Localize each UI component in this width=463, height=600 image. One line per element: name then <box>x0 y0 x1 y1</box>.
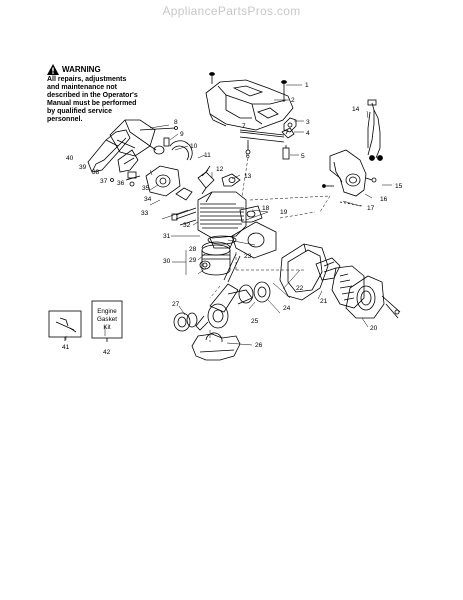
kit-box-line-3: Kit <box>103 324 111 331</box>
leader-lines <box>65 84 392 346</box>
callout-7: 7 <box>242 123 246 130</box>
callout-27: 27 <box>172 301 180 308</box>
part-25-27-crankshaft <box>173 253 271 332</box>
part-21-24-housing <box>279 243 365 309</box>
callout-34: 34 <box>144 196 152 203</box>
callout-22: 22 <box>296 285 304 292</box>
callout-15: 15 <box>395 183 403 190</box>
callout-21: 21 <box>320 298 328 305</box>
callout-14: 14 <box>352 106 360 113</box>
part-8-11-carburetor-group <box>109 119 193 161</box>
callout-23: 23 <box>244 253 252 260</box>
callout-20: 20 <box>370 325 378 332</box>
callout-38: 38 <box>92 169 100 176</box>
callout-37: 37 <box>100 178 108 185</box>
part-28-30-piston <box>199 241 231 276</box>
warning-triangle-icon <box>47 64 59 75</box>
callout-9: 9 <box>180 131 184 138</box>
part-34-35-intake-adapter <box>145 165 193 201</box>
part-2-top-cover <box>205 79 294 131</box>
callout-24: 24 <box>283 305 291 312</box>
callout-33: 33 <box>141 210 149 217</box>
part-26-crankcase <box>191 332 241 361</box>
callout-2: 2 <box>291 97 295 104</box>
kit-box-line-1: Engine <box>97 308 117 315</box>
callout-41: 41 <box>62 344 70 351</box>
part-31-cylinder <box>197 191 247 249</box>
callout-32: 32 <box>183 222 191 229</box>
callout-labels: 1 2 3 4 5 6 7 8 9 10 11 12 13 14 15 16 1… <box>62 82 403 356</box>
part-18-19-gasket <box>231 205 277 259</box>
callout-5: 5 <box>301 153 305 160</box>
warning-title: WARNING <box>62 64 101 74</box>
part-32-33-bolts <box>171 207 197 226</box>
callout-6: 6 <box>246 153 250 160</box>
callout-31: 31 <box>163 233 171 240</box>
callout-8: 8 <box>174 119 178 126</box>
part-20-pulley <box>345 275 401 319</box>
callout-39: 39 <box>79 164 87 171</box>
part-41-tool-box <box>48 310 82 341</box>
callout-36: 36 <box>117 180 125 187</box>
callout-10: 10 <box>190 143 198 150</box>
part-15-16-ignition-module <box>322 149 377 197</box>
part-14-wire-harness <box>367 99 383 161</box>
callout-13: 13 <box>244 173 252 180</box>
callout-29: 29 <box>189 257 197 264</box>
callout-35: 35 <box>142 185 150 192</box>
part-36-39-small-parts <box>110 149 141 187</box>
callout-17: 17 <box>367 205 375 212</box>
callout-42: 42 <box>103 349 111 356</box>
kit-box-line-2: Gasket <box>97 316 117 323</box>
callout-40: 40 <box>66 155 74 162</box>
callout-25: 25 <box>251 318 259 325</box>
site-watermark: AppliancePartsPros.com <box>162 4 301 18</box>
callout-16: 16 <box>380 196 388 203</box>
callout-1: 1 <box>305 82 309 89</box>
part-5-cap <box>282 145 290 160</box>
part-40-filter-cover <box>87 129 131 173</box>
warning-text: All repairs, adjustments and maintenance… <box>47 76 138 123</box>
callout-12: 12 <box>216 166 224 173</box>
part-6-7-rods <box>239 129 285 155</box>
warning-heading: WARNING <box>47 64 139 75</box>
part-3-4-fitting <box>281 117 297 139</box>
warning-notice: WARNING All repairs, adjustments and mai… <box>47 64 139 124</box>
part-12-spark-plug <box>197 165 215 195</box>
callout-30: 30 <box>163 258 171 265</box>
part-13-valve <box>221 173 241 187</box>
part-42-gasket-kit-box: Engine Gasket Kit <box>91 300 123 342</box>
callout-11: 11 <box>204 152 211 159</box>
callout-28: 28 <box>189 246 197 253</box>
callout-3: 3 <box>306 119 310 126</box>
callout-26: 26 <box>255 342 263 349</box>
callout-19: 19 <box>280 209 288 216</box>
part-1-screw <box>209 72 287 102</box>
callout-18: 18 <box>262 205 270 212</box>
callout-4: 4 <box>306 130 310 137</box>
